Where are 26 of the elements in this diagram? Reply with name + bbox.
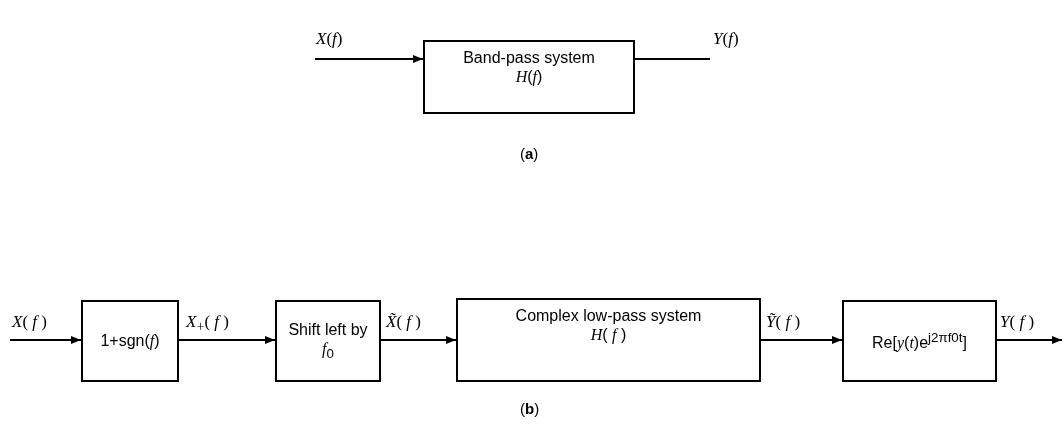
block-text: H(f) (515, 67, 543, 87)
block-box (423, 40, 635, 114)
block-box (842, 300, 997, 382)
signal-label: Y( f ) (1000, 313, 1035, 332)
block-text: Band-pass system (463, 48, 595, 68)
arrow (996, 336, 1063, 344)
block-box (456, 298, 761, 382)
block-box (275, 300, 381, 382)
block-text: H( f ) (590, 325, 627, 345)
block-text: 1+sgn(f) (100, 331, 160, 351)
subfigure-label: (a) (520, 145, 539, 162)
signal-label: X̃( f ) (386, 313, 421, 332)
signal-label: Y(f) (713, 30, 739, 49)
block-text: Re[y(t)e$^{j2πf0t}$] (872, 329, 967, 353)
arrow (314, 55, 424, 63)
signal-label: X( f ) (12, 313, 47, 332)
block-text: Shift left by f$_{0}$ (287, 319, 369, 363)
signal-label: X(f) (316, 30, 343, 49)
arrow (760, 336, 843, 344)
subfigure-label: (b) (520, 400, 540, 417)
signal-label: Ỹ( f ) (766, 313, 801, 332)
arrow (380, 336, 457, 344)
block-box (81, 300, 179, 382)
block-text: Complex low-pass system (515, 306, 702, 326)
arrow (178, 336, 276, 344)
arrow (9, 336, 82, 344)
